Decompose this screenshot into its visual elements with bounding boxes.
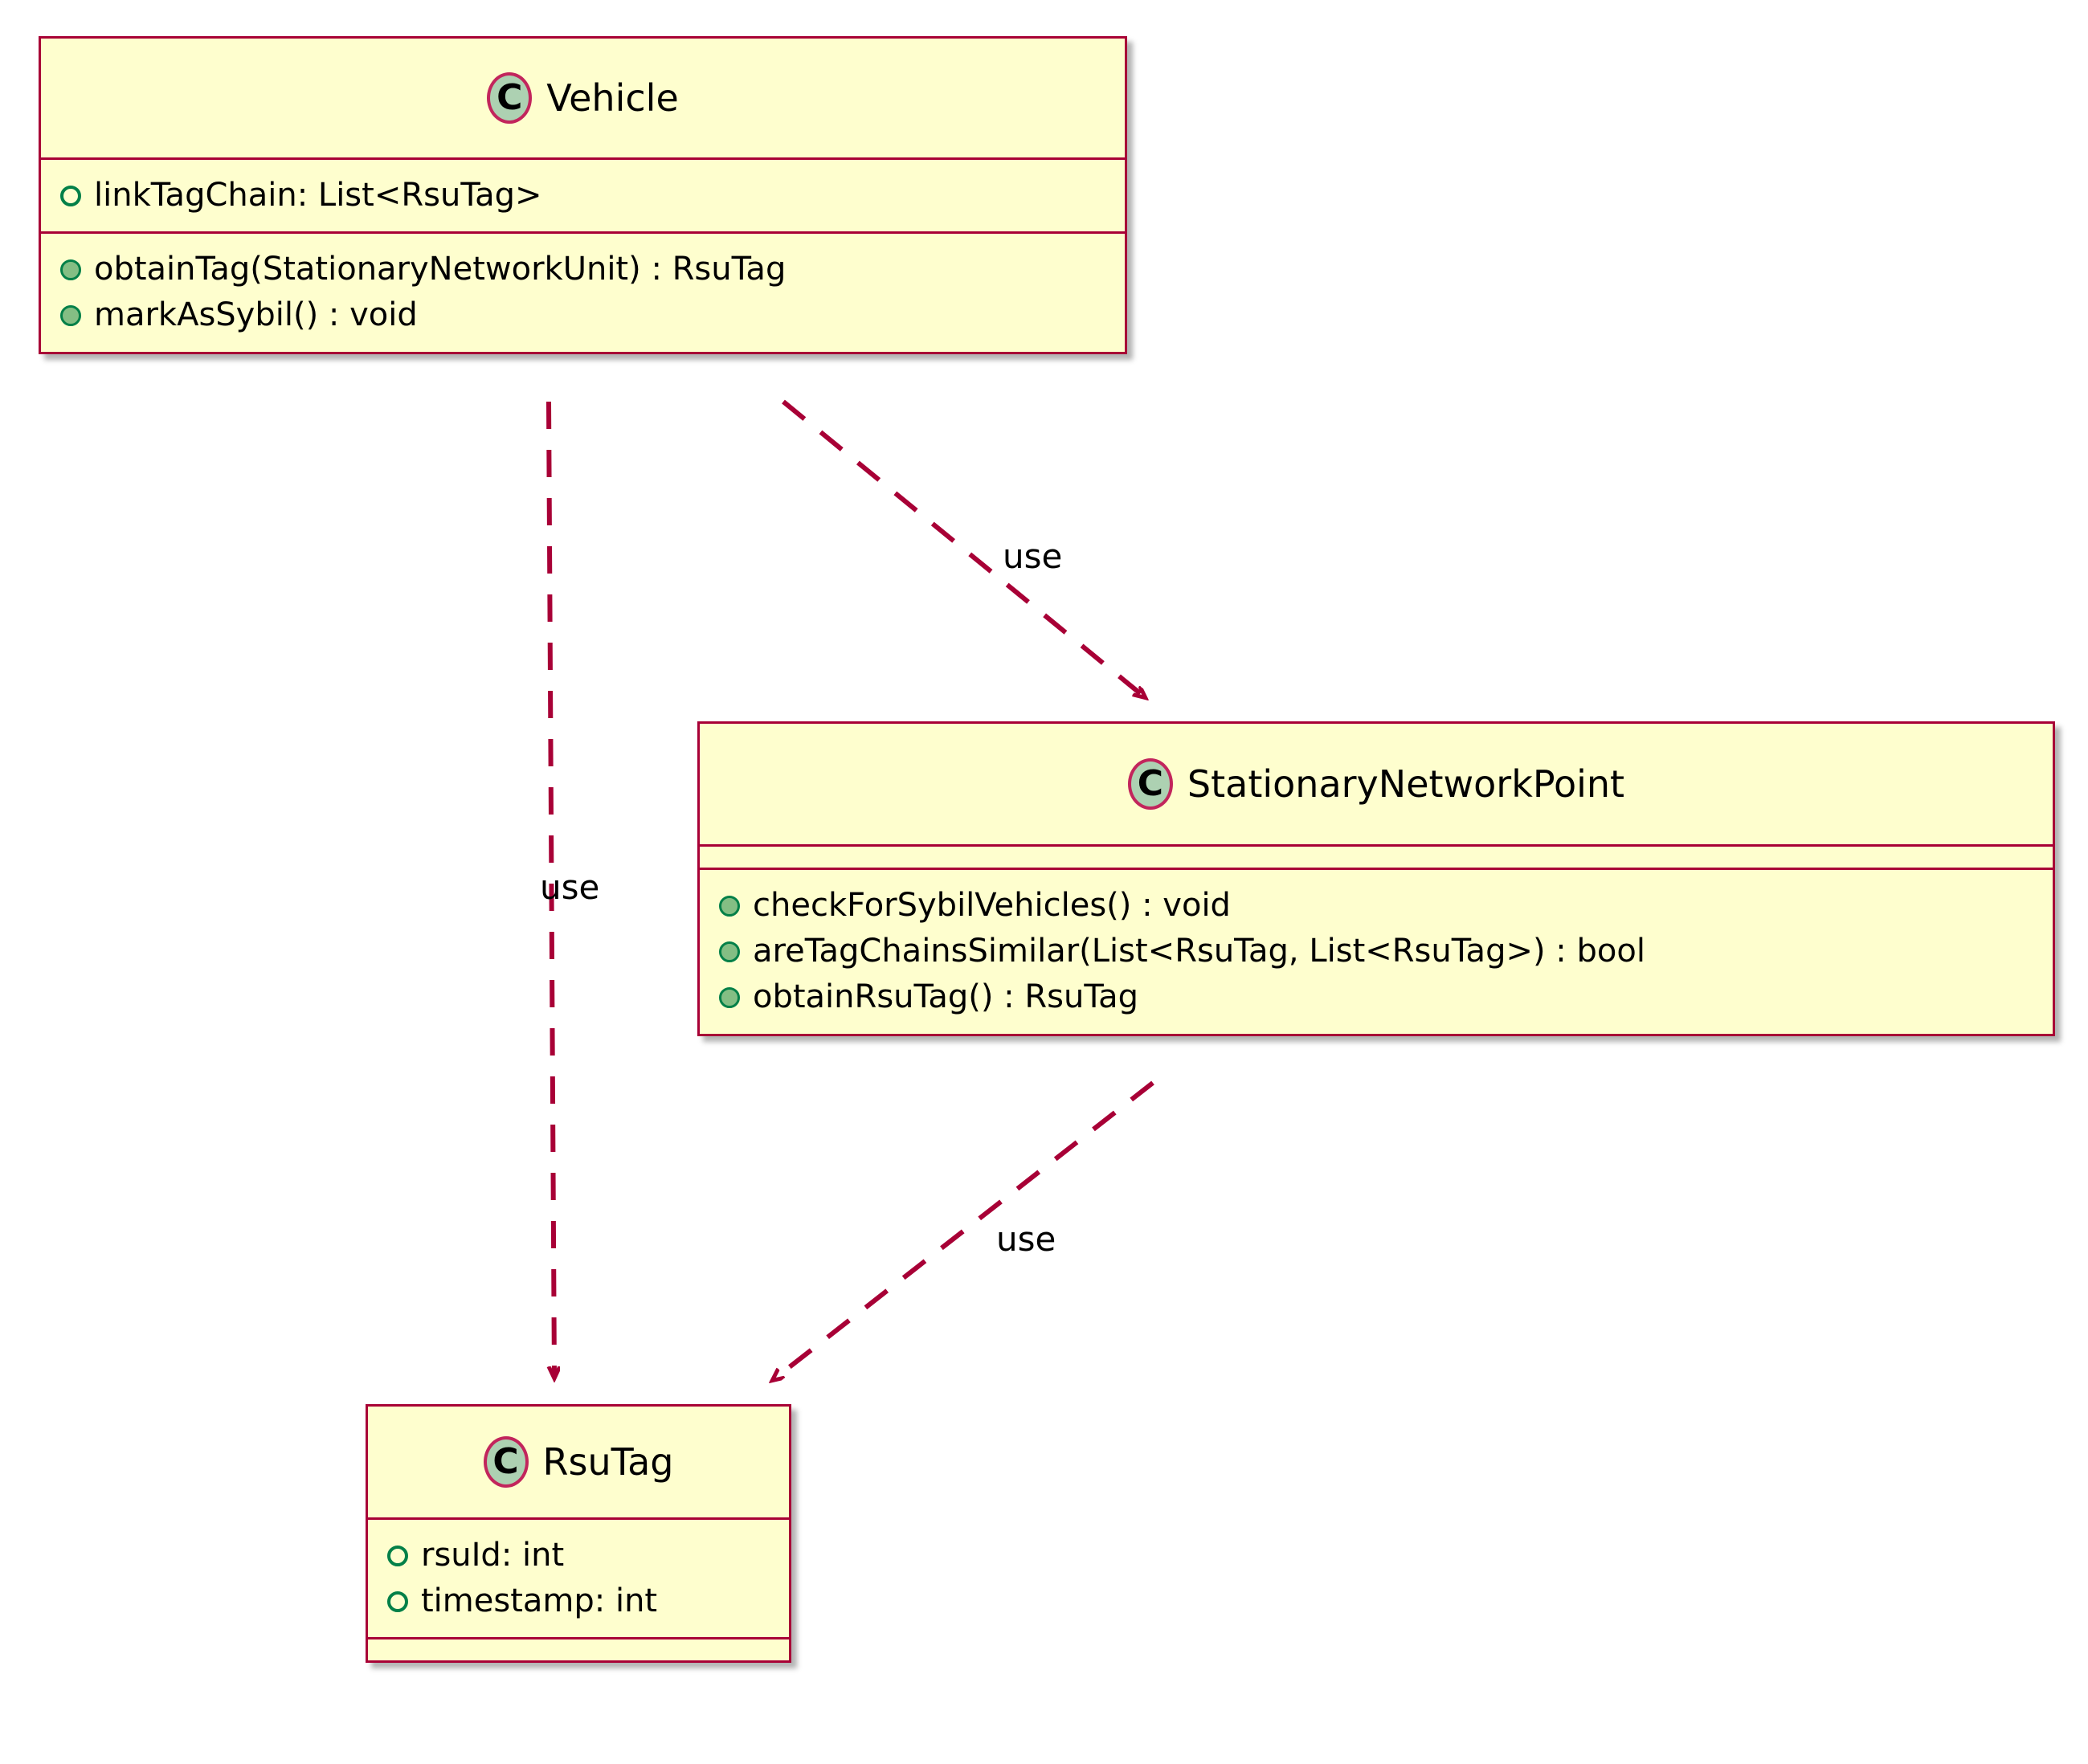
edge-label-vehicle-to-stationarynetworkpoint: use (1003, 537, 1063, 576)
field-label: rsuId: int (421, 1537, 565, 1574)
public-method-icon (719, 941, 740, 962)
edge-vehicle-to-stationarynetworkpoint (782, 399, 1145, 697)
class-badge-letter: C (496, 77, 523, 118)
class-fields-rsutag: rsuId: int timestamp: int (368, 1517, 789, 1637)
method-label: obtainRsuTag() : RsuTag (753, 978, 1139, 1016)
field-label: timestamp: int (421, 1582, 658, 1620)
class-box-vehicle[interactable]: C Vehicle linkTagChain: List<RsuTag> obt… (39, 36, 1127, 354)
class-badge-ring (483, 1436, 529, 1488)
class-stereotype-icon: C (1127, 758, 1173, 810)
field-row: linkTagChain: List<RsuTag> (41, 173, 1125, 218)
class-methods-rsutag (368, 1637, 789, 1660)
field-label: linkTagChain: List<RsuTag> (94, 177, 542, 214)
class-fields-vehicle: linkTagChain: List<RsuTag> (41, 157, 1125, 231)
class-stereotype-icon: C (487, 72, 533, 124)
method-row: obtainTag(StationaryNetworkUnit) : RsuTa… (41, 247, 1125, 292)
class-box-stationarynetworkpoint[interactable]: C StationaryNetworkPoint checkForSybilVe… (697, 721, 2055, 1036)
class-methods-vehicle: obtainTag(StationaryNetworkUnit) : RsuTa… (41, 231, 1125, 351)
public-method-icon (719, 895, 740, 917)
method-label: obtainTag(StationaryNetworkUnit) : RsuTa… (94, 251, 787, 288)
class-methods-stationarynetworkpoint: checkForSybilVehicles() : void areTagCha… (700, 868, 2053, 1034)
public-method-icon (60, 259, 81, 280)
field-list: linkTagChain: List<RsuTag> (41, 160, 1125, 231)
public-method-icon (719, 986, 740, 1008)
method-label: areTagChainsSimilar(List<RsuTag, List<Rs… (753, 933, 1645, 970)
method-row: checkForSybilVehicles() : void (700, 883, 2053, 929)
method-label: checkForSybilVehicles() : void (753, 887, 1231, 924)
class-name-stationarynetworkpoint: StationaryNetworkPoint (1187, 762, 1625, 806)
method-list: checkForSybilVehicles() : void areTagCha… (700, 870, 2053, 1034)
edge-stationarynetworkpoint-to-rsutag (773, 1080, 1154, 1380)
class-box-rsutag[interactable]: C RsuTag rsuId: int timestamp: int (366, 1404, 791, 1664)
method-row: markAsSybil() : void (41, 292, 1125, 338)
field-list: rsuId: int timestamp: int (368, 1520, 789, 1637)
field-row: timestamp: int (368, 1578, 789, 1624)
method-label: markAsSybil() : void (94, 296, 418, 334)
method-list: obtainTag(StationaryNetworkUnit) : RsuTa… (41, 234, 1125, 351)
class-fields-stationarynetworkpoint (700, 844, 2053, 868)
class-header-vehicle: C Vehicle (41, 39, 1125, 157)
empty-field-compartment (700, 847, 2053, 868)
package-private-field-icon (387, 1590, 408, 1612)
class-badge-letter: C (492, 1441, 519, 1482)
class-badge-ring (487, 72, 533, 124)
edge-label-stationarynetworkpoint-to-rsutag: use (996, 1219, 1056, 1259)
package-private-field-icon (60, 185, 81, 206)
class-header-rsutag: C RsuTag (368, 1407, 789, 1517)
class-badge-ring (1127, 758, 1173, 810)
class-name-rsutag: RsuTag (542, 1440, 674, 1484)
class-header-stationarynetworkpoint: C StationaryNetworkPoint (700, 724, 2053, 844)
public-method-icon (60, 304, 81, 326)
method-row: areTagChainsSimilar(List<RsuTag, List<Rs… (700, 929, 2053, 974)
method-row: obtainRsuTag() : RsuTag (700, 974, 2053, 1020)
empty-method-compartment (368, 1639, 789, 1660)
package-private-field-icon (387, 1545, 408, 1566)
class-stereotype-icon: C (483, 1436, 529, 1488)
class-name-vehicle: Vehicle (546, 76, 679, 120)
edge-label-vehicle-to-rsutag: use (540, 868, 600, 907)
field-row: rsuId: int (368, 1533, 789, 1578)
class-badge-letter: C (1137, 763, 1164, 804)
